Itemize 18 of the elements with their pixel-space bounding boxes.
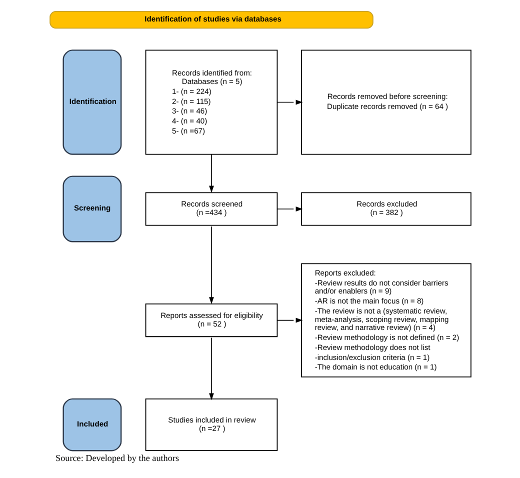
arrow: [276, 318, 302, 323]
node-box: Records excluded (n = 382 ): [300, 192, 471, 226]
node-box: Screening: [62, 176, 122, 242]
node-box: Records removed before screening: Duplicate records removed (n = 64 ): [300, 50, 471, 155]
node-box: Studies included in review (n =27 ): [144, 398, 278, 452]
node-box: Records screened (n =434 ): [144, 192, 278, 226]
arrow: [208, 337, 214, 400]
arrow: [276, 100, 302, 105]
node-box: Included: [62, 398, 122, 452]
arrow: [208, 154, 214, 193]
node-box: Records identified from: Databases (n = 5) 1- (n = 224) 2- (n = 115) 3- (n = 46) 4- (n = 40) 5- (n =67): [144, 50, 278, 155]
arrow: [276, 206, 302, 212]
node-box: Identification: [62, 50, 122, 155]
arrow: [208, 226, 214, 304]
node-box: Reports excluded: -Review results do not consider barriers and/or enablers (n = 9) -AR is not the main focus (n = 8) -The review is not a (systematic review, meta-analysis, scoping review, mapping review, and narrative review) (n = 4) -Review methodology is not defined (n = 2) -Review methodology does not list -inclusion/exclusion criteria (n = 1) -The domain is not education (n = 1): [300, 263, 471, 378]
node-box: Reports assessed for eligibility (n = 52 ): [144, 304, 278, 338]
caption: Source: Developed by the authors: [55, 452, 179, 463]
node-box: Identification of studies via databases: [49, 11, 373, 29]
